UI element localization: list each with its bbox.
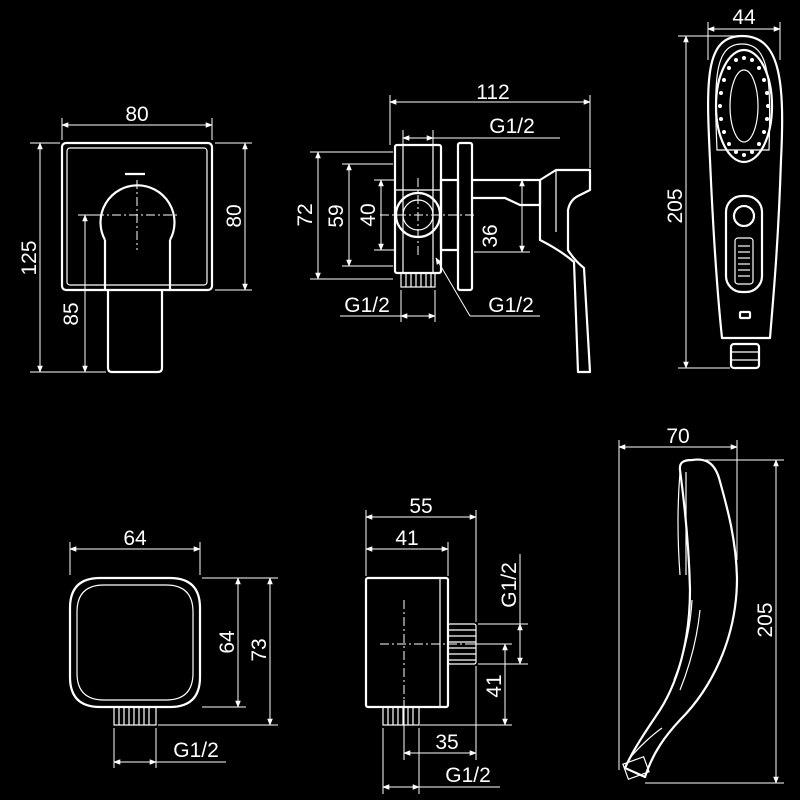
outlet-side-view: 55 41 G1/2 41 35 G1/2 bbox=[364, 495, 528, 794]
mixer-side-bottom-thread-right-label: G1/2 bbox=[488, 294, 534, 317]
mixer-side-59-label: 59 bbox=[325, 204, 348, 227]
outlet-side-41-label: 41 bbox=[483, 674, 506, 697]
mixer-side-depth-label: 112 bbox=[476, 81, 509, 104]
hand-shower-side-length-label: 205 bbox=[754, 602, 777, 637]
mixer-front-lever-label: 85 bbox=[60, 302, 83, 325]
outlet-front-width-label: 64 bbox=[123, 527, 147, 550]
spray-nozzles bbox=[718, 56, 770, 157]
hand-shower-front-width-label: 44 bbox=[732, 6, 756, 29]
mixer-front-width-label: 80 bbox=[125, 103, 148, 126]
outlet-front-view: 64 64 73 G1/2 bbox=[68, 527, 278, 768]
mixer-side-72-label: 72 bbox=[294, 203, 317, 226]
outlet-side-depth-label: 55 bbox=[409, 495, 432, 518]
mixer-front-height-label: 80 bbox=[223, 204, 246, 227]
mixer-side-bottom-thread-left-label: G1/2 bbox=[344, 294, 390, 317]
outlet-front-thread-label: G1/2 bbox=[173, 739, 219, 762]
mixer-side-top-thread-label: G1/2 bbox=[489, 115, 535, 138]
hand-shower-side-view: 70 205 bbox=[618, 425, 784, 784]
mixer-front-view: 80 80 125 85 bbox=[18, 103, 252, 374]
hand-shower-front-length-label: 205 bbox=[664, 188, 687, 223]
outlet-side-body-label: 41 bbox=[395, 527, 418, 550]
hand-shower-side-width-label: 70 bbox=[666, 425, 689, 448]
outlet-side-thread-label: G1/2 bbox=[498, 562, 521, 608]
mixer-side-40-label: 40 bbox=[357, 203, 380, 226]
outlet-side-bottom-thread-label: G1/2 bbox=[445, 764, 491, 787]
mixer-side-36-label: 36 bbox=[479, 224, 502, 247]
mixer-side-view: 112 G1/2 72 59 40 36 G1/2 G bbox=[294, 81, 592, 374]
hand-shower-front-view: 44 205 bbox=[664, 6, 784, 370]
mixer-front-total-label: 125 bbox=[18, 240, 41, 275]
outlet-side-35-label: 35 bbox=[435, 731, 458, 754]
outlet-front-height-label: 64 bbox=[216, 630, 239, 654]
outlet-front-total-label: 73 bbox=[248, 638, 271, 661]
